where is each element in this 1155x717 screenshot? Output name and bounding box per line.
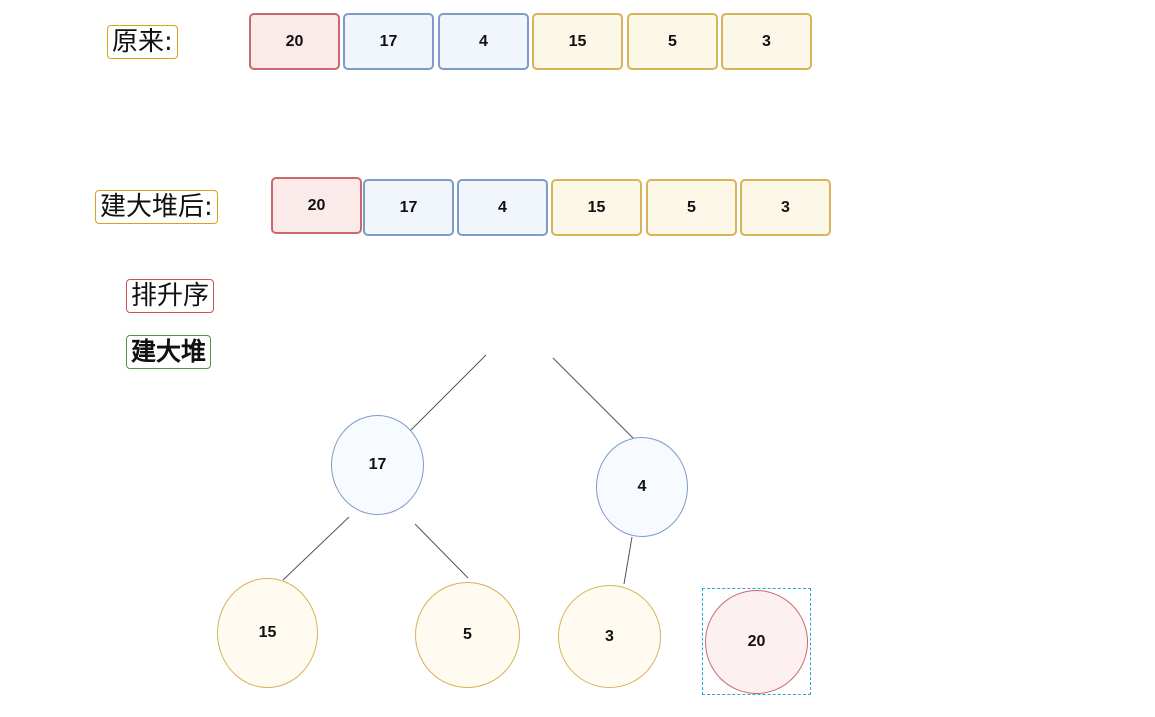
edge-4-to-3 xyxy=(623,536,633,585)
heap-cell-4: 5 xyxy=(646,179,737,236)
label-ascending: 排升序 xyxy=(126,279,215,313)
original-cell-5: 3 xyxy=(721,13,812,70)
original-cell-4: 5 xyxy=(627,13,718,70)
label-build-heap: 建大堆 xyxy=(126,335,212,369)
heap-cell-5: 3 xyxy=(740,179,831,236)
tree-node-4: 4 xyxy=(596,437,688,537)
label-after-build: 建大堆后: xyxy=(95,190,218,224)
tree-node-20-detached[interactable]: 20 xyxy=(705,590,808,694)
original-cell-2: 4 xyxy=(438,13,529,70)
heap-cell-0: 20 xyxy=(271,177,362,234)
edge-17-to-15 xyxy=(282,516,350,581)
tree-node-15: 15 xyxy=(217,578,318,688)
tree-node-3: 3 xyxy=(558,585,661,688)
original-cell-3: 15 xyxy=(532,13,623,70)
edge-root-to-17 xyxy=(402,354,487,439)
original-cell-0: 20 xyxy=(249,13,340,70)
tree-node-5: 5 xyxy=(415,582,520,688)
selection-box[interactable] xyxy=(702,588,811,695)
original-cell-1: 17 xyxy=(343,13,434,70)
heap-cell-3: 15 xyxy=(551,179,642,236)
heap-cell-1: 17 xyxy=(363,179,454,236)
label-original: 原来: xyxy=(107,25,178,59)
edge-root-to-4 xyxy=(552,357,635,440)
tree-node-17: 17 xyxy=(331,415,424,515)
heap-cell-2: 4 xyxy=(457,179,548,236)
edge-17-to-5 xyxy=(414,523,469,579)
